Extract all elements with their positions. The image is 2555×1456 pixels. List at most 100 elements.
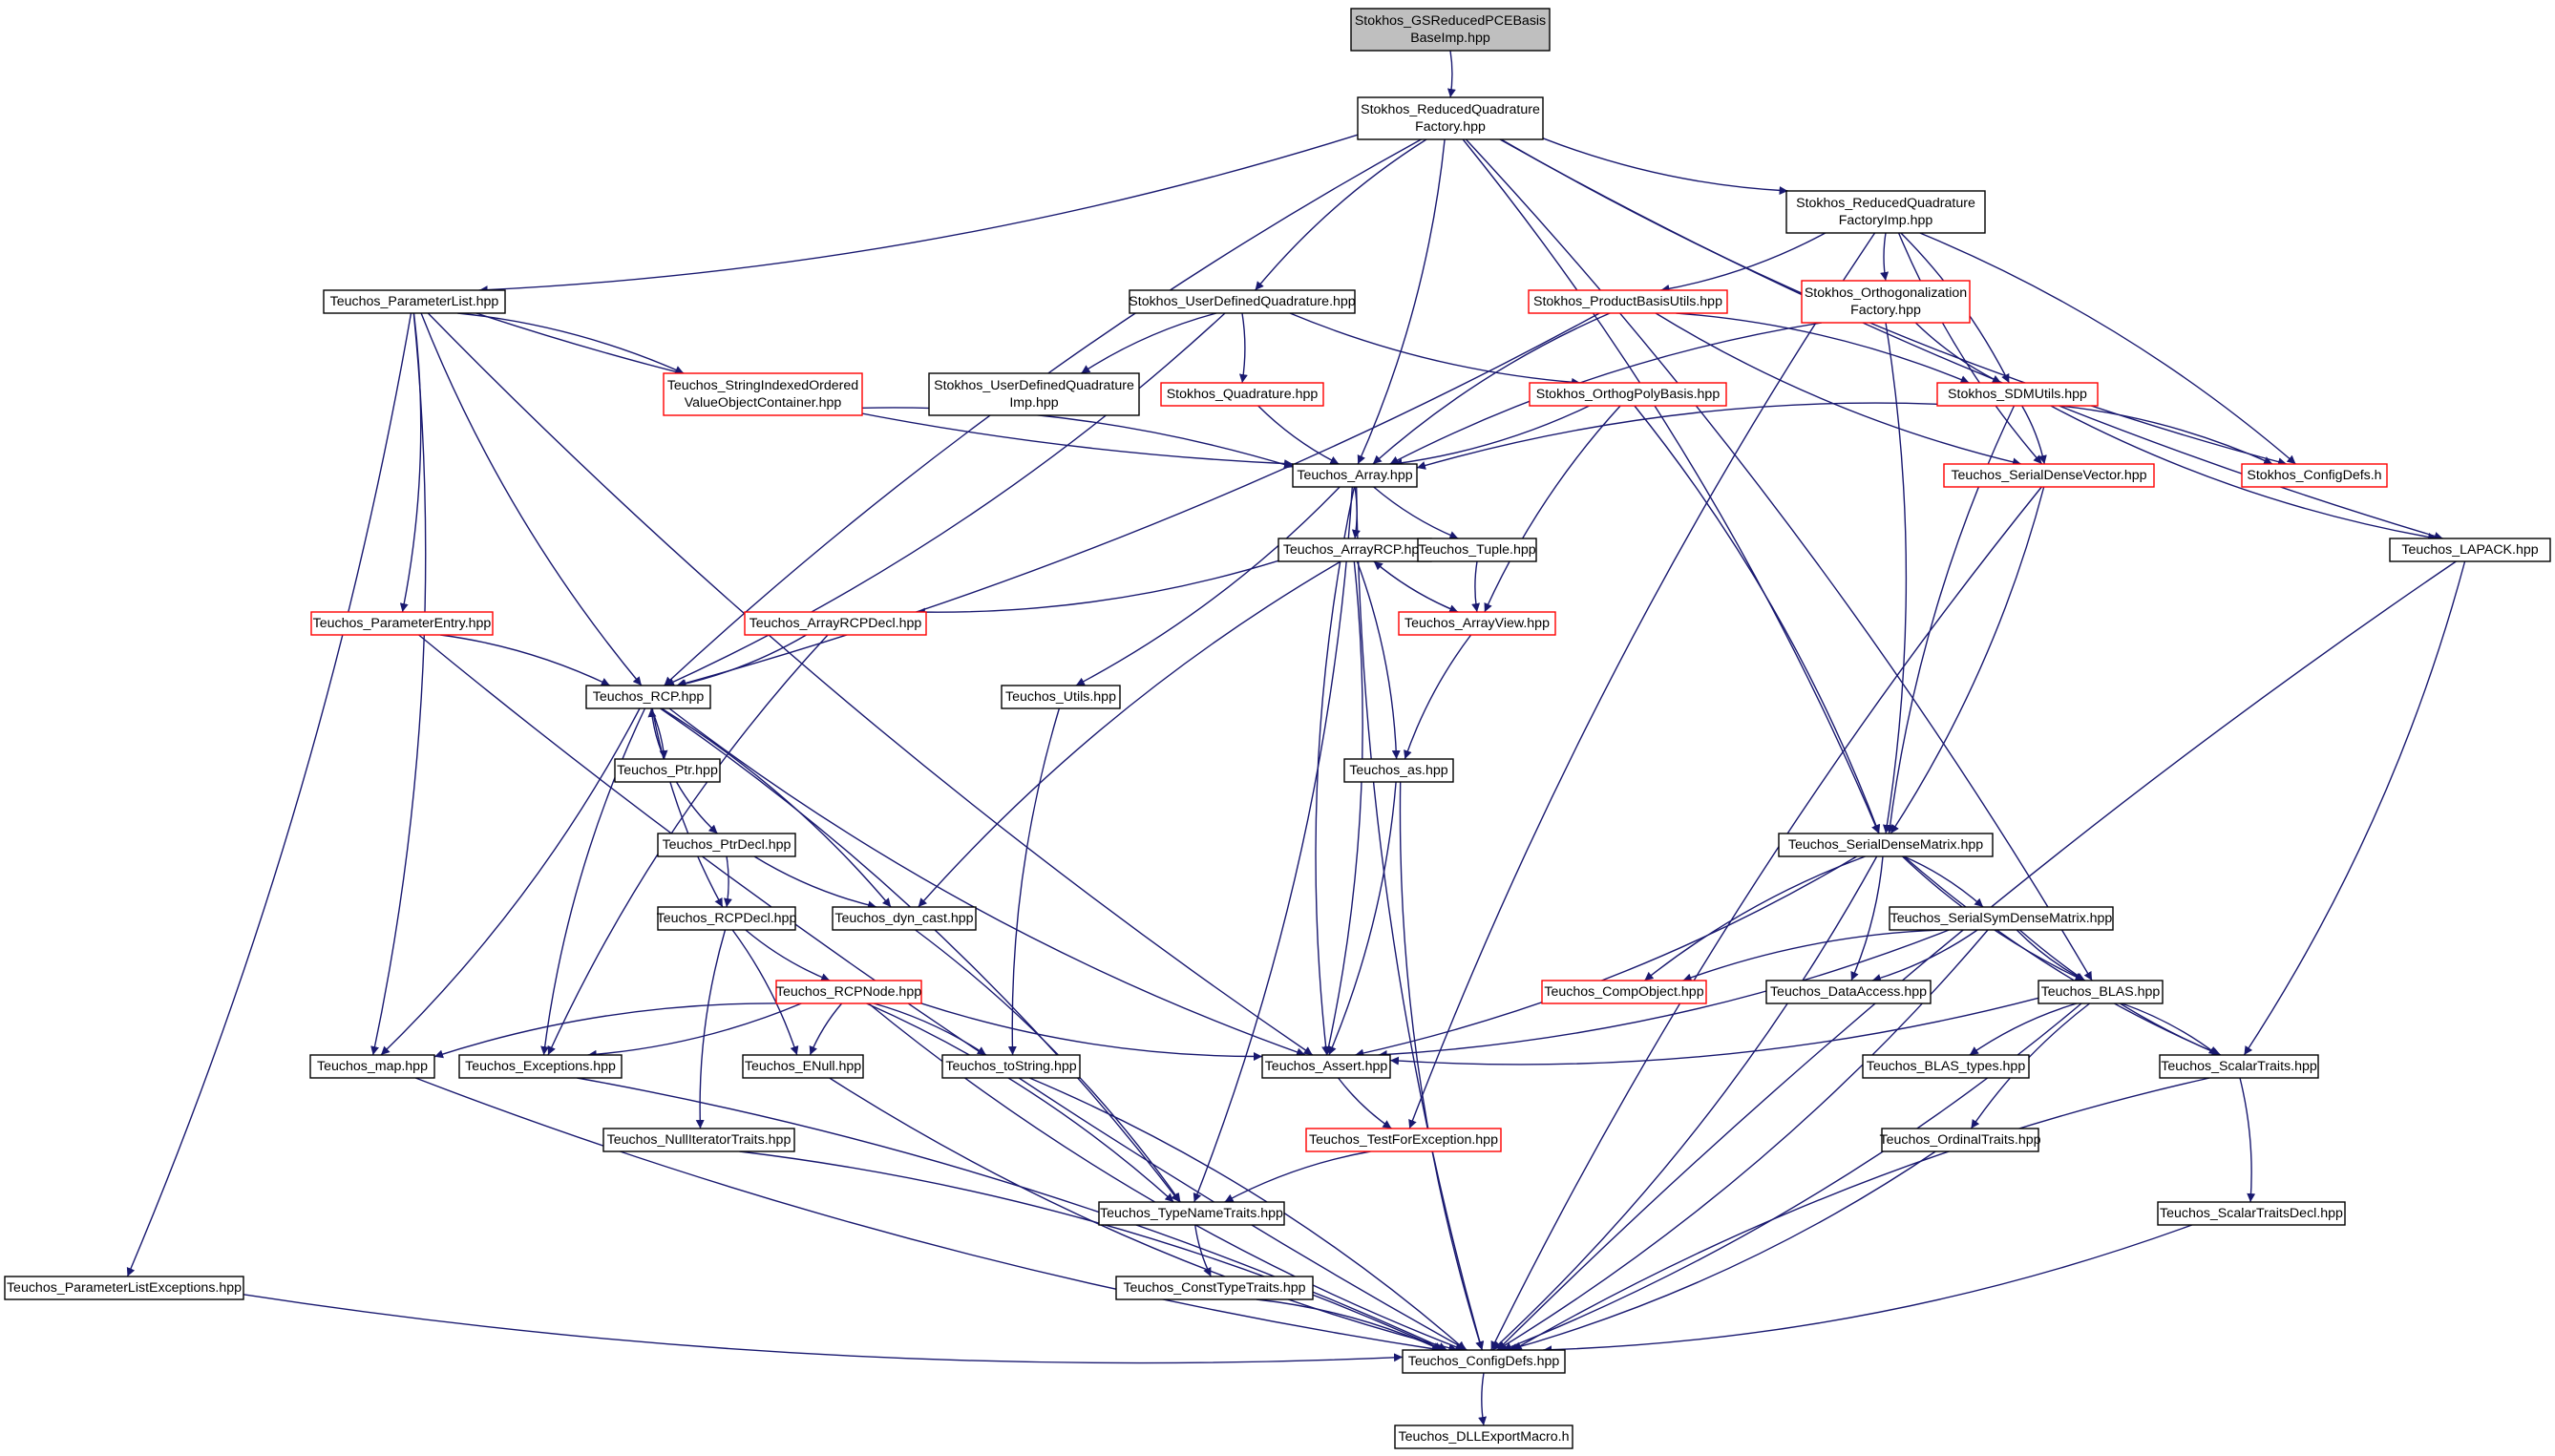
node-label: Stokhos_ReducedQuadrature: [1361, 102, 1540, 117]
edge-n2-n27: [1462, 138, 1880, 834]
node-teuchos-utils-hpp[interactable]: Teuchos_Utils.hpp: [1001, 685, 1121, 709]
edge-n2-n5: [1255, 138, 1427, 291]
edge-n6-n12: [1676, 312, 1970, 384]
node-teuchos-parameterentry-hpp[interactable]: Teuchos_ParameterEntry.hpp: [310, 611, 494, 636]
node-teuchos-arrayview-hpp[interactable]: Teuchos_ArrayView.hpp: [1398, 611, 1556, 636]
node-stokhos-quadrature-hpp[interactable]: Stokhos_Quadrature.hpp: [1160, 382, 1324, 407]
node-label: FactoryImp.hpp: [1839, 213, 1933, 228]
node-teuchos-consttypetraits-hpp[interactable]: Teuchos_ConstTypeTraits.hpp: [1115, 1276, 1314, 1300]
node-teuchos-ptr-hpp[interactable]: Teuchos_Ptr.hpp: [614, 758, 721, 783]
node-teuchos-assert-hpp[interactable]: Teuchos_Assert.hpp: [1261, 1054, 1391, 1079]
node-teuchos-dllexportmacro-h[interactable]: Teuchos_DLLExportMacro.h: [1394, 1424, 1573, 1449]
node-stokhos-configdefs-h[interactable]: Stokhos_ConfigDefs.h: [2241, 463, 2388, 488]
node-label: Teuchos_ConfigDefs.hpp: [1408, 1354, 1560, 1369]
node-label: Teuchos_SerialSymDenseMatrix.hpp: [1890, 911, 2113, 926]
node-label: Teuchos_PtrDecl.hpp: [663, 837, 792, 853]
node-teuchos-serialdensevector-hpp[interactable]: Teuchos_SerialDenseVector.hpp: [1943, 463, 2155, 488]
edge-n4-n47: [126, 312, 412, 1277]
edge-n27-n33: [1850, 855, 1884, 981]
node-teuchos-ordinaltraits-hpp[interactable]: Teuchos_OrdinalTraits.hpp: [1879, 1128, 2041, 1152]
node-teuchos-serialsymdensematrix-hpp[interactable]: Teuchos_SerialSymDenseMatrix.hpp: [1889, 906, 2114, 931]
node-stokhos-productbasisutils-hpp[interactable]: Stokhos_ProductBasisUtils.hpp: [1528, 289, 1728, 314]
node-teuchos-ptrdecl-hpp[interactable]: Teuchos_PtrDecl.hpp: [657, 833, 796, 857]
node-teuchos-testforexception-hpp[interactable]: Teuchos_TestForException.hpp: [1305, 1128, 1502, 1152]
edge-n5-n9: [1081, 312, 1217, 374]
node-label: Teuchos_LAPACK.hpp: [2401, 542, 2538, 558]
node-teuchos-scalartraitsdecl-hpp[interactable]: Teuchos_ScalarTraitsDecl.hpp: [2157, 1201, 2346, 1226]
node-label: BaseImp.hpp: [1410, 31, 1490, 46]
edge-n3-n43: [1408, 232, 1876, 1129]
node-teuchos-dataaccess-hpp[interactable]: Teuchos_DataAccess.hpp: [1765, 980, 1932, 1004]
node-teuchos-enull-hpp[interactable]: Teuchos_ENull.hpp: [742, 1054, 864, 1079]
node-stokhos-userdefinedquadrature-hpp[interactable]: Stokhos_UserDefinedQuadrature.hpp: [1129, 289, 1356, 314]
node-teuchos-lapack-hpp[interactable]: Teuchos_LAPACK.hpp: [2389, 538, 2551, 562]
edge-n16-n49: [1497, 560, 2457, 1351]
node-teuchos-tuple-hpp[interactable]: Teuchos_Tuple.hpp: [1417, 538, 1537, 562]
node-box: [1278, 538, 1432, 562]
node-teuchos-typenametraits-hpp[interactable]: Teuchos_TypeNameTraits.hpp: [1098, 1201, 1285, 1226]
node-teuchos-as-hpp[interactable]: Teuchos_as.hpp: [1343, 758, 1454, 783]
node-box: [1357, 96, 1544, 140]
edge-n46-n49: [1543, 1224, 2193, 1355]
edge-n6-n14: [1372, 312, 1611, 465]
edge-n11-n21: [1484, 405, 1621, 613]
edge-n12-n16: [2050, 405, 2438, 541]
edge-n31-n39: [920, 1002, 1263, 1062]
node-stokhos-orthogpolybasis-hpp[interactable]: Stokhos_OrthogPolyBasis.hpp: [1529, 382, 1727, 407]
node-label: Teuchos_Assert.hpp: [1265, 1059, 1388, 1074]
node-label: Teuchos_TypeNameTraits.hpp: [1100, 1206, 1283, 1221]
node-teuchos-rcpnode-hpp[interactable]: Teuchos_RCPNode.hpp: [775, 980, 922, 1004]
edge-n44-n49: [1508, 1150, 1936, 1352]
node-box: [614, 758, 721, 783]
edge-n28-n37: [731, 929, 799, 1056]
node-teuchos-compobject-hpp[interactable]: Teuchos_CompObject.hpp: [1541, 980, 1707, 1004]
node-teuchos-nulliteratortraits-hpp[interactable]: Teuchos_NullIteratorTraits.hpp: [602, 1128, 795, 1152]
node-teuchos-scalartraits-hpp[interactable]: Teuchos_ScalarTraits.hpp: [2159, 1054, 2319, 1079]
node-label: Teuchos_RCPNode.hpp: [776, 984, 921, 1000]
node-teuchos-blas-hpp[interactable]: Teuchos_BLAS.hpp: [2038, 980, 2164, 1004]
edge-n28-n31: [745, 929, 831, 981]
node-teuchos-serialdensematrix-hpp[interactable]: Teuchos_SerialDenseMatrix.hpp: [1778, 833, 1994, 857]
node-teuchos-rcpdecl-hpp[interactable]: Teuchos_RCPDecl.hpp: [657, 906, 797, 931]
edge-n21-n17: [1373, 560, 1459, 613]
node-teuchos-array-hpp[interactable]: Teuchos_Array.hpp: [1292, 463, 1418, 488]
node-box: [2157, 1201, 2346, 1226]
node-box: [1398, 611, 1556, 636]
node-teuchos-parameterlistexceptions-hpp[interactable]: Teuchos_ParameterListExceptions.hpp: [4, 1276, 244, 1300]
node-box: [657, 833, 796, 857]
node-box: [1936, 382, 2099, 407]
node-teuchos-configdefs-hpp[interactable]: Teuchos_ConfigDefs.hpp: [1402, 1349, 1566, 1374]
node-teuchos-blas-types-hpp[interactable]: Teuchos_BLAS_types.hpp: [1862, 1054, 2030, 1079]
edge-n7-n12: [1914, 322, 2002, 384]
node-box: [310, 611, 494, 636]
edge-n15-n49: [1490, 486, 2042, 1351]
edge-n26-n29: [753, 855, 877, 910]
node-teuchos-arrayrcp-hpp[interactable]: Teuchos_ArrayRCP.hpp: [1278, 538, 1432, 562]
node-box: [4, 1276, 244, 1300]
edge-n6-n22: [676, 312, 1600, 687]
edge-n22-n35: [380, 707, 641, 1056]
node-teuchos-rcp-hpp[interactable]: Teuchos_RCP.hpp: [585, 685, 711, 709]
node-stokhos-sdmutils-hpp[interactable]: Stokhos_SDMUtils.hpp: [1936, 382, 2099, 407]
node-teuchos-tostring-hpp[interactable]: Teuchos_toString.hpp: [941, 1054, 1081, 1079]
node-label: Teuchos_as.hpp: [1349, 763, 1447, 778]
node-label: Teuchos_NullIteratorTraits.hpp: [607, 1132, 792, 1148]
node-teuchos-dyn-cast-hpp[interactable]: Teuchos_dyn_cast.hpp: [832, 906, 977, 931]
edge-n17-n20: [916, 559, 1279, 617]
node-teuchos-map-hpp[interactable]: Teuchos_map.hpp: [309, 1054, 435, 1079]
edge-n43-n45: [1224, 1150, 1371, 1203]
node-teuchos-exceptions-hpp[interactable]: Teuchos_Exceptions.hpp: [458, 1054, 623, 1079]
node-label: Teuchos_ParameterListExceptions.hpp: [7, 1280, 242, 1296]
edge-n12-n15: [2021, 405, 2047, 465]
node-teuchos-arrayrcpdecl-hpp[interactable]: Teuchos_ArrayRCPDecl.hpp: [744, 611, 927, 636]
edge-n45-n48: [1194, 1224, 1212, 1277]
node-teuchos-parameterlist-hpp[interactable]: Teuchos_ParameterList.hpp: [323, 289, 506, 314]
node-teuchos-stringindexedorderedvalueobjectcontainer-hpp[interactable]: Teuchos_StringIndexedOrderedValueObjectC…: [663, 372, 863, 416]
node-label: Stokhos_GSReducedPCEBasis: [1355, 13, 1546, 29]
node-box: [742, 1054, 864, 1079]
